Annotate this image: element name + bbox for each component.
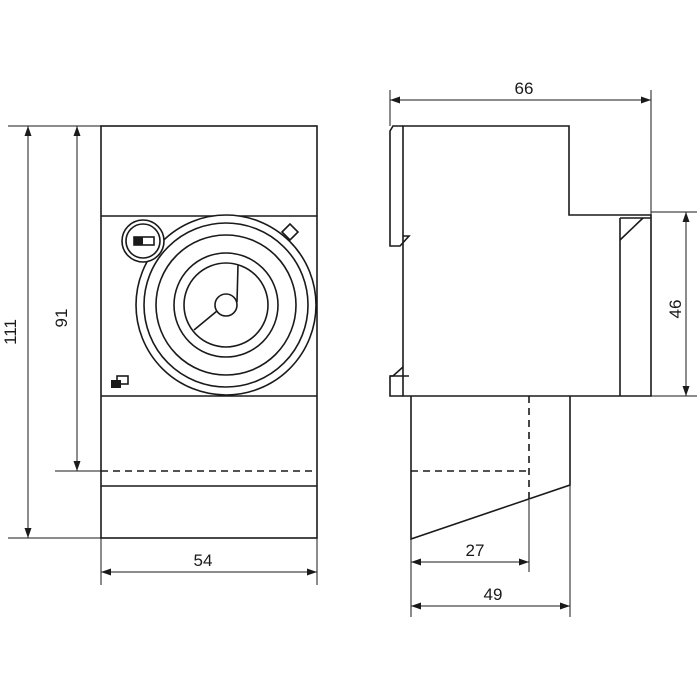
side-top-clip xyxy=(389,125,411,247)
dial-ring-2 xyxy=(143,222,309,388)
dim-label-49: 49 xyxy=(484,585,503,604)
side-terminal-block xyxy=(410,396,571,541)
dim-label-66: 66 xyxy=(515,79,534,98)
side-view xyxy=(389,125,652,541)
side-front-bevel xyxy=(619,217,644,241)
side-bottom-clip xyxy=(389,366,404,397)
dial-tab xyxy=(280,222,300,242)
dim-label-46: 46 xyxy=(666,300,685,319)
dial-ring-5 xyxy=(183,262,269,348)
dial-pointer xyxy=(236,264,239,303)
front-view xyxy=(100,125,318,539)
dial-pointer-2 xyxy=(193,310,218,331)
dial-ring-4 xyxy=(173,252,279,358)
mode-switch-inner xyxy=(125,223,161,259)
dial-hub xyxy=(214,293,238,317)
dim-label-91: 91 xyxy=(52,309,71,328)
dim-label-54: 54 xyxy=(194,551,213,570)
mode-switch-slider xyxy=(134,237,143,245)
lock-icon xyxy=(111,380,121,388)
dim-label-27: 27 xyxy=(466,541,485,560)
side-body xyxy=(402,125,652,397)
dial-outer-ring xyxy=(135,214,317,396)
front-body xyxy=(100,125,318,539)
side-dimensions: 66 46 27 49 xyxy=(389,79,697,617)
dial-ring-3 xyxy=(155,234,297,376)
front-dimensions: 111 91 54 xyxy=(1,125,318,585)
dim-label-111: 111 xyxy=(1,319,20,345)
